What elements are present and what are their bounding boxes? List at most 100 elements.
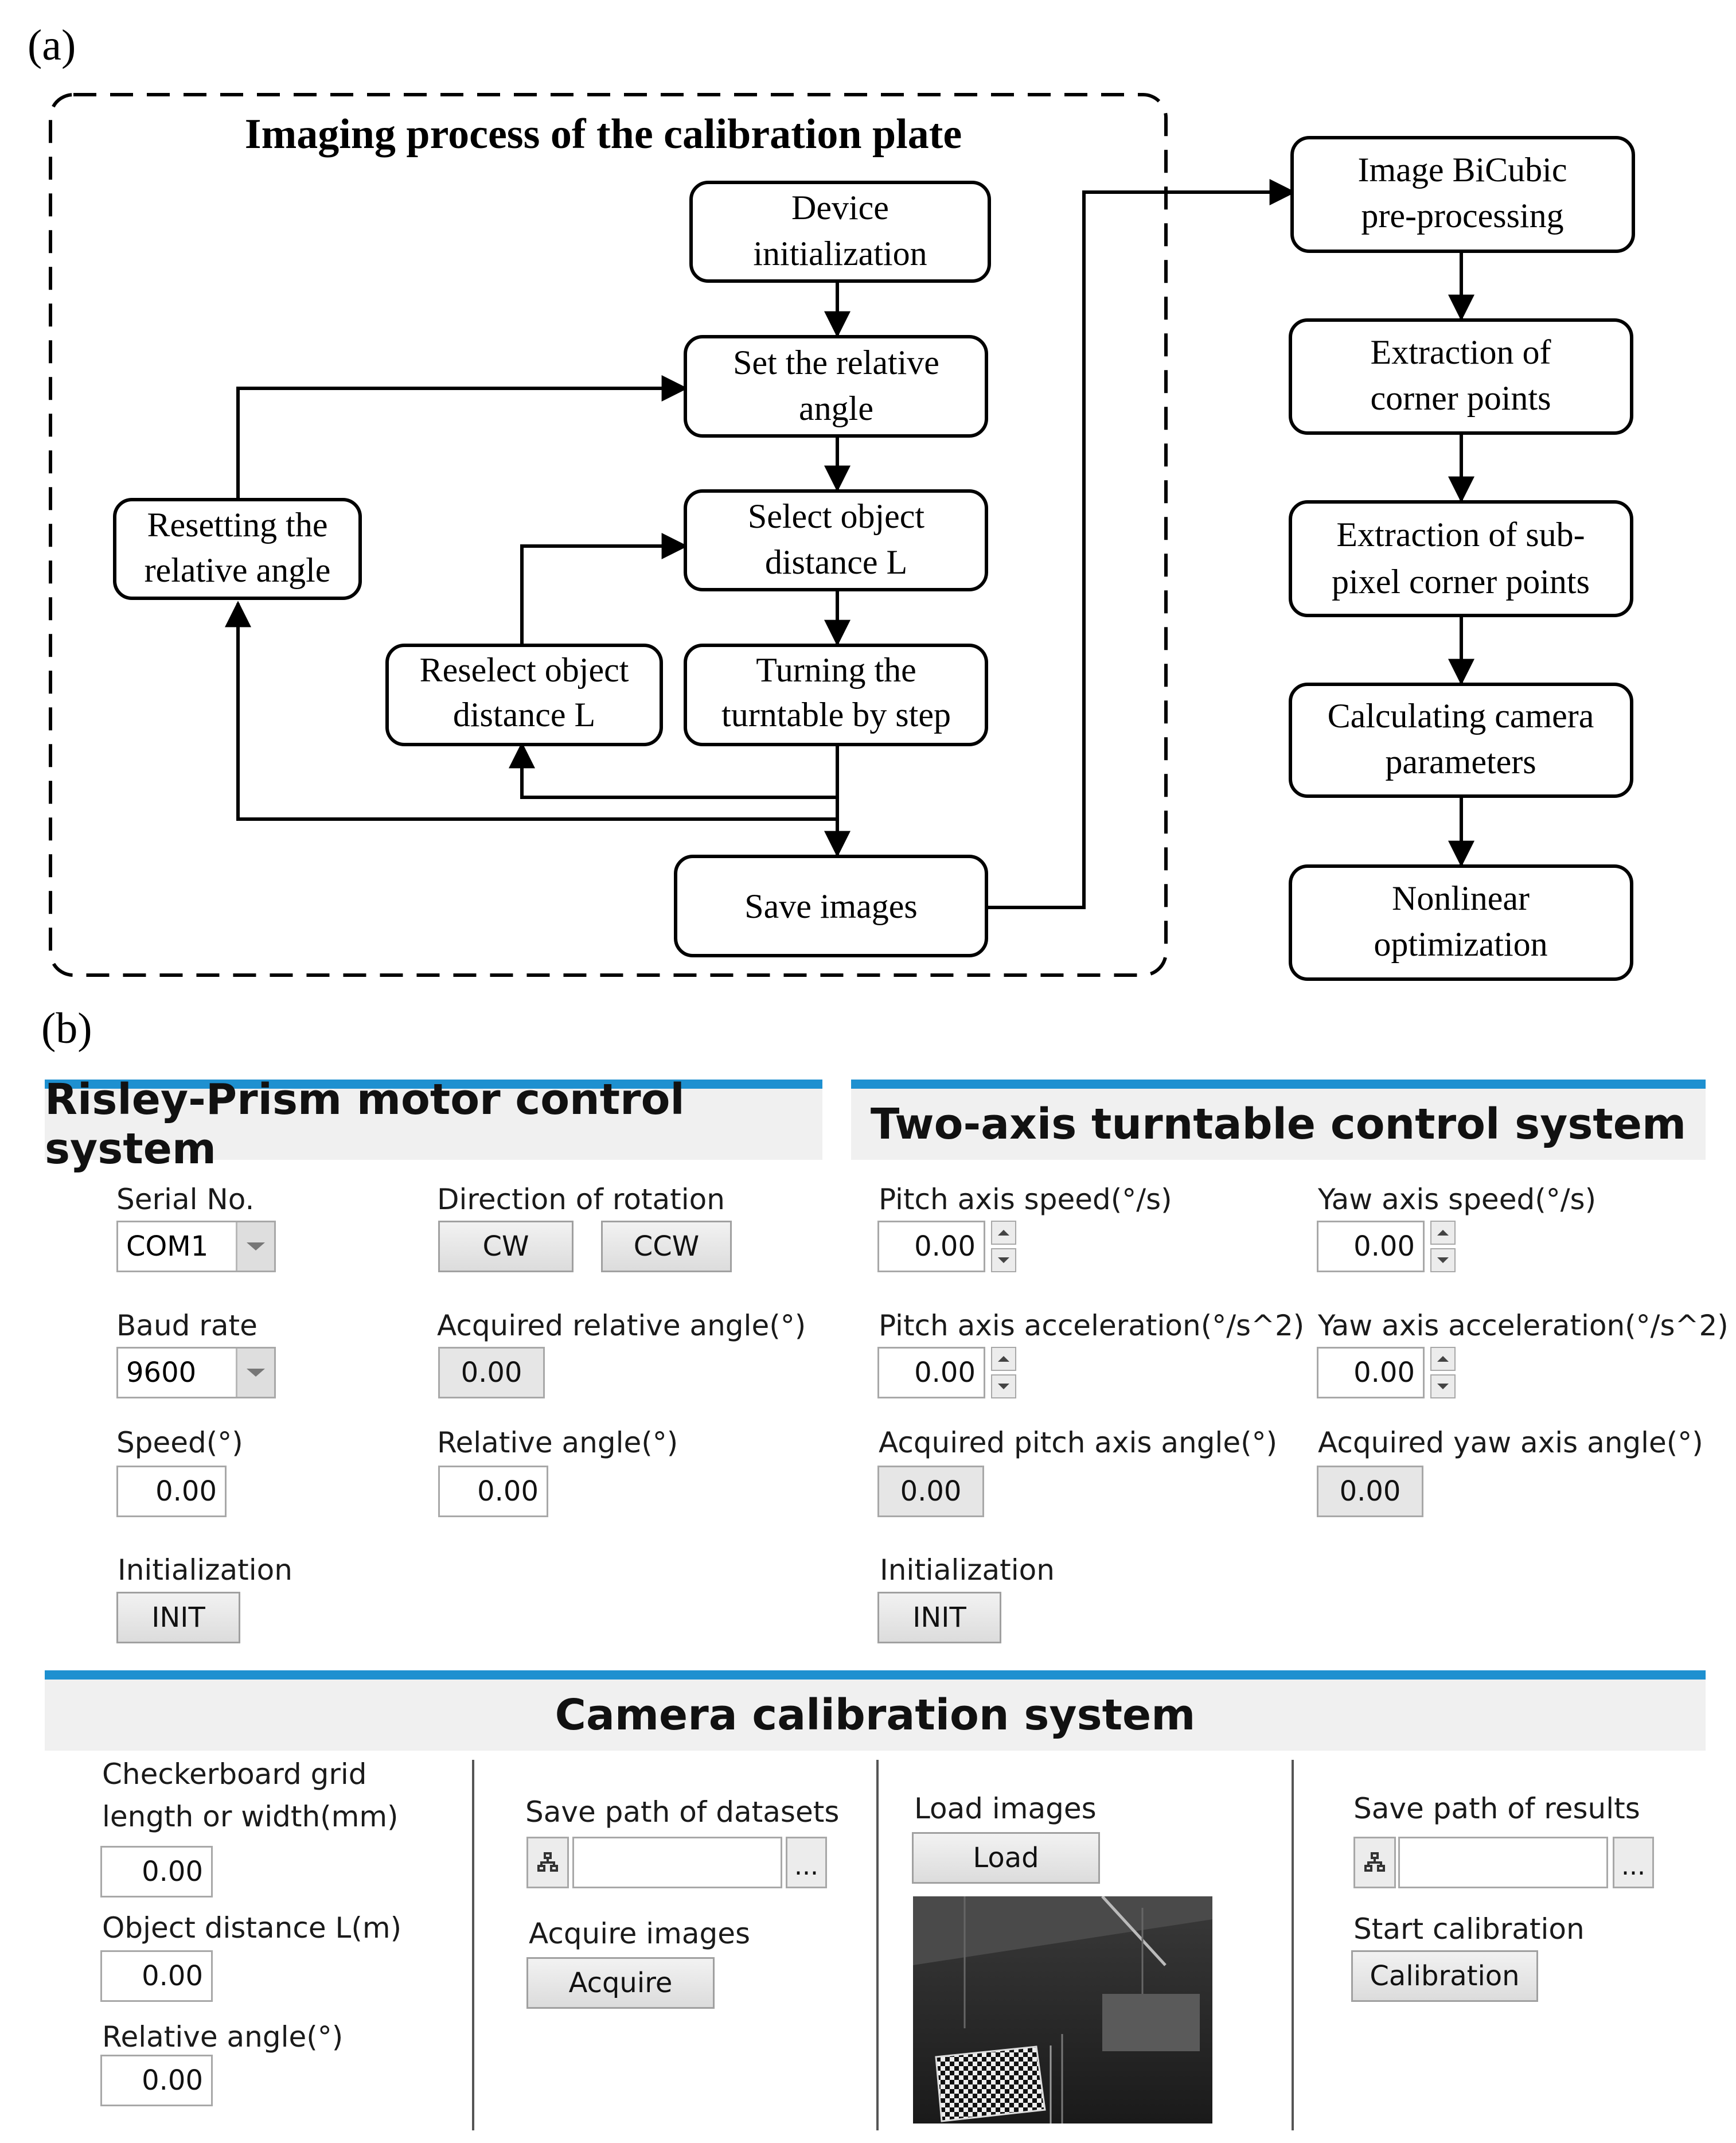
svg-text:pixel corner points: pixel corner points — [1332, 563, 1590, 601]
decrement-icon[interactable] — [991, 1248, 1016, 1272]
node-extraction-subpixel: Extraction of sub- pixel corner points — [1289, 500, 1633, 617]
dataset-browse-button[interactable]: ... — [786, 1837, 827, 1888]
pitch-angle-value: 0.00 — [877, 1466, 984, 1517]
panel-a-letter: (a) — [28, 21, 76, 69]
node-calculating-camera-parameters: Calculating camera parameters — [1289, 683, 1633, 798]
yaw-acc-input[interactable]: 0.00 — [1317, 1347, 1425, 1398]
svg-text:Nonlinear: Nonlinear — [1392, 879, 1530, 917]
column-divider — [472, 1760, 474, 2130]
svg-text:Calculating camera: Calculating camera — [1328, 697, 1594, 735]
load-button[interactable]: Load — [912, 1832, 1100, 1884]
arrow-to-reselect — [509, 742, 837, 799]
pitch-acc-input[interactable]: 0.00 — [877, 1347, 985, 1398]
chevron-down-icon[interactable] — [236, 1349, 274, 1397]
camera-angle-label: Relative angle(°) — [102, 2020, 344, 2054]
grid-size-input[interactable]: 0.00 — [100, 1846, 213, 1897]
decrement-icon[interactable] — [1430, 1374, 1456, 1398]
svg-text:Save images: Save images — [744, 887, 918, 925]
svg-text:Device: Device — [791, 189, 889, 227]
dataset-path-input[interactable] — [572, 1837, 782, 1888]
node-select-object-distance: Select object distance L — [684, 489, 988, 591]
yaw-angle-label: Acquired yaw axis angle(°) — [1318, 1426, 1703, 1459]
svg-text:Image BiCubic: Image BiCubic — [1358, 151, 1567, 189]
acquired-angle-value: 0.00 — [438, 1347, 545, 1398]
svg-text:Resetting the: Resetting the — [147, 506, 328, 544]
results-browse-button[interactable]: ... — [1613, 1837, 1654, 1888]
folder-tree-icon[interactable] — [1353, 1837, 1396, 1888]
svg-text:parameters: parameters — [1385, 743, 1536, 781]
baud-select[interactable]: 9600 — [116, 1347, 276, 1398]
baud-label: Baud rate — [116, 1309, 258, 1342]
svg-text:relative angle: relative angle — [145, 551, 331, 589]
svg-text:optimization: optimization — [1374, 925, 1547, 963]
group-title: Imaging process of the calibration plate — [245, 111, 962, 158]
pitch-speed-stepper[interactable] — [991, 1221, 1016, 1272]
svg-text:distance L: distance L — [765, 543, 907, 581]
calibration-image-preview — [913, 1896, 1212, 2123]
pitch-acc-stepper[interactable] — [991, 1347, 1016, 1398]
yaw-speed-label: Yaw axis speed(°/s) — [1318, 1183, 1597, 1216]
turntable-init-label: Initialization — [880, 1553, 1055, 1587]
increment-icon[interactable] — [1430, 1221, 1456, 1245]
camera-title: Camera calibration system — [45, 1680, 1706, 1751]
turntable-title: Two-axis turntable control system — [851, 1089, 1706, 1160]
node-nonlinear-optimization: Nonlinear optimization — [1289, 864, 1633, 981]
svg-text:corner points: corner points — [1371, 379, 1551, 417]
calibration-button[interactable]: Calibration — [1351, 1950, 1538, 2002]
turntable-init-button[interactable]: INIT — [877, 1592, 1001, 1643]
yaw-acc-stepper[interactable] — [1430, 1347, 1456, 1398]
acquired-angle-label: Acquired relative angle(°) — [437, 1309, 806, 1342]
folder-tree-icon[interactable] — [526, 1837, 569, 1888]
serial-select[interactable]: COM1 — [116, 1221, 276, 1272]
arrow-reset-to-angle — [236, 375, 688, 498]
start-calibration-label: Start calibration — [1353, 1912, 1585, 1946]
arrow-to-reset — [225, 601, 837, 821]
pitch-acc-label: Pitch axis acceleration(°/s^2) — [879, 1309, 1305, 1342]
decrement-icon[interactable] — [1430, 1248, 1456, 1272]
node-turning-turntable: Turning the turntable by step — [684, 644, 988, 746]
increment-icon[interactable] — [1430, 1347, 1456, 1371]
risley-title: Risley-Prism motor control system — [45, 1075, 822, 1174]
object-distance-input[interactable]: 0.00 — [100, 1950, 213, 2002]
yaw-speed-input[interactable]: 0.00 — [1317, 1221, 1425, 1272]
turntable-accent-bar — [851, 1080, 1706, 1089]
direction-label: Direction of rotation — [437, 1183, 725, 1216]
svg-text:Select object: Select object — [748, 497, 925, 535]
svg-text:Turning the: Turning the — [756, 651, 916, 689]
chevron-down-icon[interactable] — [236, 1222, 274, 1271]
ccw-button[interactable]: CCW — [601, 1221, 732, 1272]
grid-size-label: Checkerboard grid length or width(mm) — [102, 1758, 399, 1833]
yaw-angle-value: 0.00 — [1317, 1466, 1423, 1517]
yaw-speed-stepper[interactable] — [1430, 1221, 1456, 1272]
relative-angle-input[interactable]: 0.00 — [438, 1466, 548, 1517]
svg-text:Extraction of: Extraction of — [1371, 333, 1551, 371]
increment-icon[interactable] — [991, 1347, 1016, 1371]
camera-angle-input[interactable]: 0.00 — [100, 2055, 213, 2106]
results-path-input[interactable] — [1398, 1837, 1608, 1888]
calibration-flowchart: Imaging process of the calibration plate… — [49, 93, 1635, 981]
serial-label: Serial No. — [116, 1183, 255, 1216]
load-images-label: Load images — [914, 1792, 1097, 1825]
speed-label: Speed(°) — [116, 1426, 243, 1459]
acquire-button[interactable]: Acquire — [526, 1957, 715, 2009]
arrow-reselect-to-distance — [520, 533, 688, 645]
increment-icon[interactable] — [991, 1221, 1016, 1245]
decrement-icon[interactable] — [991, 1374, 1016, 1398]
pitch-speed-input[interactable]: 0.00 — [877, 1221, 985, 1272]
panel-b-letter: (b) — [41, 1004, 92, 1053]
node-save-images: Save images — [674, 855, 988, 957]
risley-init-button[interactable]: INIT — [116, 1592, 240, 1643]
baud-value: 9600 — [126, 1357, 197, 1389]
serial-value: COM1 — [126, 1230, 209, 1263]
speed-input[interactable]: 0.00 — [116, 1466, 227, 1517]
dataset-path-label: Save path of datasets — [525, 1795, 840, 1829]
svg-text:Extraction of sub-: Extraction of sub- — [1336, 516, 1585, 554]
relative-angle-label: Relative angle(°) — [437, 1426, 678, 1459]
node-image-bicubic: Image BiCubic pre-processing — [1290, 136, 1635, 253]
object-distance-label: Object distance L(m) — [102, 1911, 402, 1945]
svg-text:pre-processing: pre-processing — [1361, 197, 1563, 235]
pitch-speed-label: Pitch axis speed(°/s) — [879, 1183, 1172, 1216]
svg-text:turntable by step: turntable by step — [721, 696, 951, 734]
column-divider — [876, 1760, 879, 2130]
cw-button[interactable]: CW — [438, 1221, 574, 1272]
